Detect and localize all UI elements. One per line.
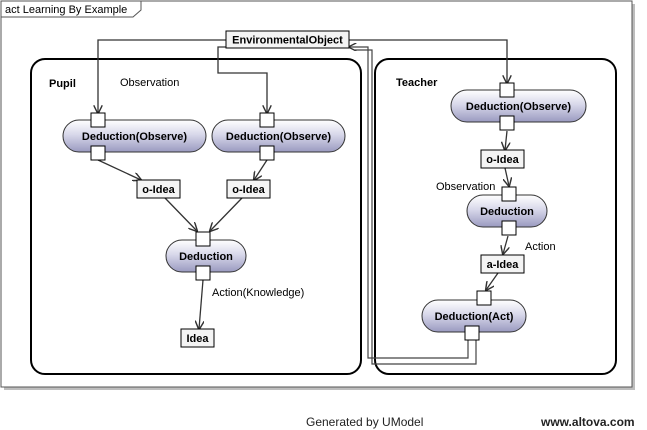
pupil-idea-label: Idea xyxy=(186,333,209,345)
frame-title: act Learning By Example xyxy=(5,4,127,16)
pupil-idea[interactable] xyxy=(180,328,215,348)
teacher-deduction-input-pin xyxy=(501,186,517,202)
edge-teacher-ded-to-oidea xyxy=(505,130,507,150)
teacher-action-label: Action xyxy=(525,241,556,253)
teacher-ded-observe-input-pin xyxy=(499,82,515,98)
pupil-ded1-input-pin xyxy=(90,112,106,128)
frame-title-tab xyxy=(0,0,142,18)
edge-pupil-ded1-to-oidea1 xyxy=(97,159,141,180)
teacher-a-idea-label: a-Idea xyxy=(487,259,520,271)
edge-act-to-env-b xyxy=(355,49,477,365)
pupil-o-idea-2[interactable] xyxy=(226,179,271,199)
edge-deduction-to-idea xyxy=(199,279,203,329)
footer-website[interactable]: www.altova.com xyxy=(541,415,635,429)
teacher-deduction-output-pin xyxy=(501,220,517,236)
teacher-ded-observe-output-pin xyxy=(499,115,515,131)
teacher-ded-act-output-pin xyxy=(464,325,480,341)
pupil-deduction-observe-1[interactable] xyxy=(62,119,207,153)
edge-env-to-pupil-right xyxy=(217,46,267,113)
pupil-action-label: Action(Knowledge) xyxy=(212,287,304,299)
pupil-deduction-observe-2[interactable] xyxy=(211,119,346,153)
pupil-ded2-input-pin xyxy=(259,112,275,128)
edge-env-to-pupil-left xyxy=(98,39,226,113)
pupil-o-idea-1[interactable] xyxy=(136,179,181,199)
teacher-ded-act-input-pin xyxy=(476,290,492,306)
edge-env-to-teacher xyxy=(349,39,507,83)
edge-pupil-ded2-to-oidea2 xyxy=(254,159,268,180)
teacher-observation-label: Observation xyxy=(436,181,495,193)
teacher-deduction-act-label: Deduction(Act) xyxy=(435,311,514,323)
edge-aidea-to-deduction-act xyxy=(486,272,499,290)
edge-oidea2-to-deduction xyxy=(210,197,243,231)
teacher-o-idea[interactable] xyxy=(480,149,525,169)
pupil-o-idea-1-label: o-Idea xyxy=(142,184,175,196)
footer-generated: Generated by UModel xyxy=(306,415,424,429)
pupil-deduction-observe-2-label: Deduction(Observe) xyxy=(226,131,331,143)
partition-pupil xyxy=(30,58,362,375)
edge-act-to-env-a xyxy=(349,47,469,359)
pupil-label: Pupil xyxy=(49,78,76,90)
pupil-deduction-output-pin xyxy=(195,265,211,281)
teacher-a-idea[interactable] xyxy=(480,254,525,274)
edge-teacher-deduction-to-aidea xyxy=(503,235,508,254)
teacher-label: Teacher xyxy=(396,77,438,89)
edge-oidea1-to-deduction xyxy=(164,197,197,231)
teacher-deduction-label: Deduction xyxy=(480,206,534,218)
pupil-deduction-label: Deduction xyxy=(179,251,233,263)
pupil-observation-label: Observation xyxy=(120,77,179,89)
teacher-deduction-observe-label: Deduction(Observe) xyxy=(466,101,571,113)
pupil-ded1-output-pin xyxy=(90,145,106,161)
pupil-deduction-input-pin xyxy=(195,231,211,247)
pupil-o-idea-2-label: o-Idea xyxy=(232,184,265,196)
edge-oidea-to-teacher-deduction xyxy=(505,167,509,186)
env-object-label: EnvironmentalObject xyxy=(232,35,343,47)
teacher-o-idea-label: o-Idea xyxy=(486,154,519,166)
env-object-node[interactable] xyxy=(225,30,350,49)
pupil-ded2-output-pin xyxy=(259,145,275,161)
pupil-deduction-observe-1-label: Deduction(Observe) xyxy=(82,131,187,143)
teacher-deduction-observe[interactable] xyxy=(450,89,587,123)
